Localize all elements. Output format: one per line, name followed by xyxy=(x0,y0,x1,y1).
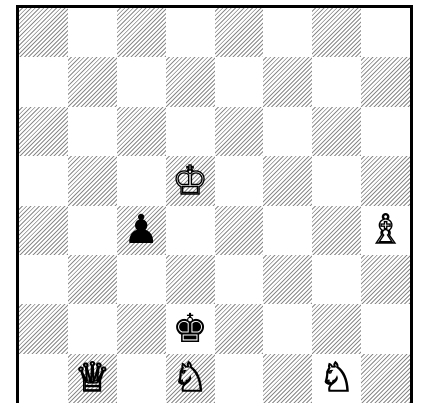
square-b7[interactable] xyxy=(68,57,117,106)
square-e1[interactable] xyxy=(215,354,264,403)
square-e8[interactable] xyxy=(215,8,264,57)
square-a1[interactable] xyxy=(19,354,68,403)
square-c6[interactable] xyxy=(117,107,166,156)
square-c3[interactable] xyxy=(117,255,166,304)
square-a8[interactable] xyxy=(19,8,68,57)
square-d6[interactable] xyxy=(166,107,215,156)
square-f3[interactable] xyxy=(263,255,312,304)
square-f2[interactable] xyxy=(263,304,312,353)
square-e6[interactable] xyxy=(215,107,264,156)
white-knight-icon[interactable]: ♘ xyxy=(172,358,208,398)
square-b1[interactable]: ♕ xyxy=(68,354,117,403)
square-g1[interactable]: ♘ xyxy=(312,354,361,403)
square-d8[interactable] xyxy=(166,8,215,57)
square-b3[interactable] xyxy=(68,255,117,304)
square-c5[interactable] xyxy=(117,156,166,205)
square-a3[interactable] xyxy=(19,255,68,304)
square-a5[interactable] xyxy=(19,156,68,205)
square-e2[interactable] xyxy=(215,304,264,353)
chess-board: ♔ ♟ ♗ ♚ ♕ ♘ ♘ xyxy=(19,8,410,403)
square-h7[interactable] xyxy=(361,57,410,106)
square-g5[interactable] xyxy=(312,156,361,205)
square-d7[interactable] xyxy=(166,57,215,106)
square-c2[interactable] xyxy=(117,304,166,353)
square-d2[interactable]: ♚ xyxy=(166,304,215,353)
square-g4[interactable] xyxy=(312,206,361,255)
square-c8[interactable] xyxy=(117,8,166,57)
square-b5[interactable] xyxy=(68,156,117,205)
square-g8[interactable] xyxy=(312,8,361,57)
square-d3[interactable] xyxy=(166,255,215,304)
square-a4[interactable] xyxy=(19,206,68,255)
square-h2[interactable] xyxy=(361,304,410,353)
square-d5[interactable]: ♔ xyxy=(166,156,215,205)
square-f4[interactable] xyxy=(263,206,312,255)
square-f5[interactable] xyxy=(263,156,312,205)
square-b6[interactable] xyxy=(68,107,117,156)
square-h6[interactable] xyxy=(361,107,410,156)
white-knight-icon[interactable]: ♘ xyxy=(319,358,355,398)
square-a7[interactable] xyxy=(19,57,68,106)
square-e3[interactable] xyxy=(215,255,264,304)
white-bishop-icon[interactable]: ♗ xyxy=(368,210,404,250)
square-f6[interactable] xyxy=(263,107,312,156)
square-h8[interactable] xyxy=(361,8,410,57)
square-f7[interactable] xyxy=(263,57,312,106)
square-b4[interactable] xyxy=(68,206,117,255)
square-c1[interactable] xyxy=(117,354,166,403)
white-king-icon[interactable]: ♔ xyxy=(172,161,208,201)
square-b8[interactable] xyxy=(68,8,117,57)
square-h4[interactable]: ♗ xyxy=(361,206,410,255)
square-d4[interactable] xyxy=(166,206,215,255)
square-b2[interactable] xyxy=(68,304,117,353)
square-g7[interactable] xyxy=(312,57,361,106)
chess-board-frame: ♔ ♟ ♗ ♚ ♕ ♘ ♘ xyxy=(16,5,413,403)
white-queen-icon[interactable]: ♕ xyxy=(74,358,110,398)
square-e4[interactable] xyxy=(215,206,264,255)
square-a6[interactable] xyxy=(19,107,68,156)
square-d1[interactable]: ♘ xyxy=(166,354,215,403)
square-f1[interactable] xyxy=(263,354,312,403)
square-g3[interactable] xyxy=(312,255,361,304)
square-h5[interactable] xyxy=(361,156,410,205)
square-e5[interactable] xyxy=(215,156,264,205)
black-king-icon[interactable]: ♚ xyxy=(172,309,208,349)
square-h1[interactable] xyxy=(361,354,410,403)
square-g2[interactable] xyxy=(312,304,361,353)
black-pawn-icon[interactable]: ♟ xyxy=(123,210,159,250)
square-a2[interactable] xyxy=(19,304,68,353)
square-e7[interactable] xyxy=(215,57,264,106)
square-c4[interactable]: ♟ xyxy=(117,206,166,255)
square-f8[interactable] xyxy=(263,8,312,57)
square-g6[interactable] xyxy=(312,107,361,156)
square-h3[interactable] xyxy=(361,255,410,304)
square-c7[interactable] xyxy=(117,57,166,106)
